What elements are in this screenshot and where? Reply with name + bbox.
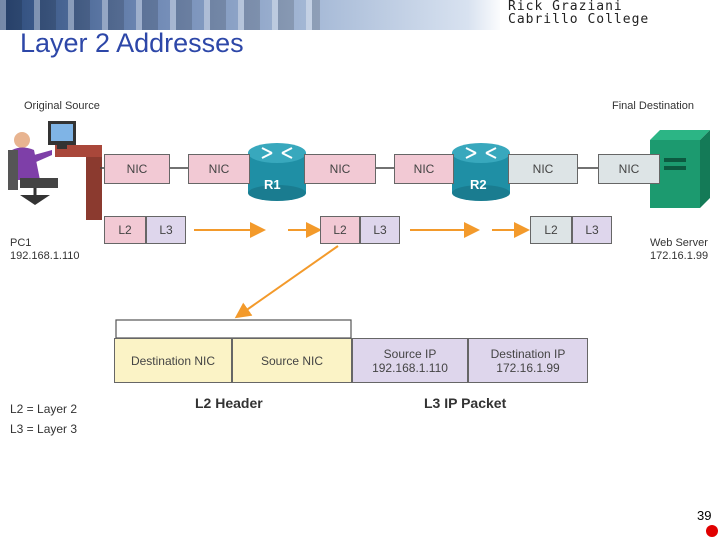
- source-ip-value: 192.168.1.110: [372, 360, 448, 375]
- router-r2-icon: [452, 143, 510, 201]
- author-block: Rick Graziani Cabrillo College: [500, 0, 690, 30]
- frame-destination-nic: Destination NIC: [114, 338, 232, 383]
- server-l2: L2: [530, 216, 572, 244]
- router-r1-label: R1: [264, 177, 281, 192]
- r1-nic-left: NIC: [188, 154, 250, 184]
- frame-source-ip: Source IP 192.168.1.110: [352, 338, 468, 383]
- server-name: Web Server: [650, 237, 708, 249]
- slide-title: Layer 2 Addresses: [20, 28, 244, 58]
- pc1-name: PC1: [10, 237, 32, 249]
- legend-l2: L2 = Layer 2: [10, 402, 78, 416]
- pc1-ip: 192.168.1.110: [10, 250, 80, 262]
- r1-l2: L2: [320, 216, 360, 244]
- frame-source-nic: Source NIC: [232, 338, 352, 383]
- frame-destination-ip: Destination IP 172.16.1.99: [468, 338, 588, 383]
- pc1-nic: NIC: [104, 154, 170, 184]
- final-destination-label: Final Destination: [612, 100, 694, 112]
- r1-l3: L3: [360, 216, 400, 244]
- server-ip: 172.16.1.99: [650, 250, 709, 262]
- router-r2-label: R2: [470, 177, 487, 192]
- server-l3: L3: [572, 216, 612, 244]
- router-r1-icon: [248, 143, 306, 201]
- source-ip-label: Source IP: [383, 346, 437, 361]
- server-nic: NIC: [598, 154, 660, 184]
- original-source-label: Original Source: [24, 100, 100, 112]
- legend-l3: L3 = Layer 3: [10, 422, 78, 436]
- pc1-workstation-icon: [8, 121, 102, 220]
- pc1-l3: L3: [146, 216, 186, 244]
- l3-packet-caption: L3 IP Packet: [424, 395, 507, 411]
- r2-nic-right: NIC: [508, 154, 578, 184]
- destination-ip-label: Destination IP: [490, 346, 566, 361]
- pc1-l2: L2: [104, 216, 146, 244]
- banner-film-strip: [0, 0, 320, 30]
- author-name: Rick Graziani: [508, 0, 623, 14]
- record-dot-icon: [706, 525, 718, 537]
- author-college: Cabrillo College: [508, 12, 650, 27]
- page-number: 39: [697, 508, 712, 523]
- l2-header-caption: L2 Header: [195, 395, 263, 411]
- r2-nic-left: NIC: [394, 154, 454, 184]
- r1-nic-right: NIC: [304, 154, 376, 184]
- destination-ip-value: 172.16.1.99: [496, 360, 560, 375]
